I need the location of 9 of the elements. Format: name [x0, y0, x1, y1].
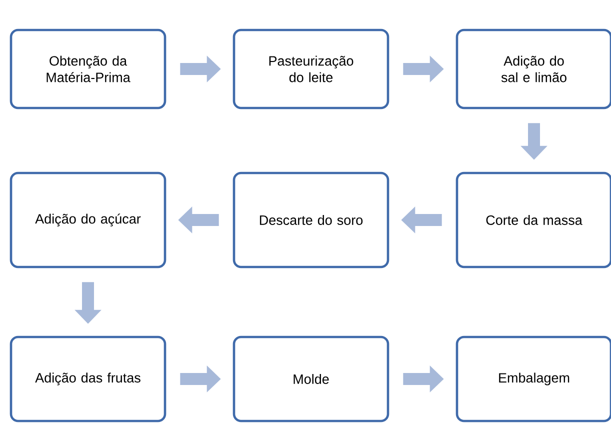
- process-box: Adição das frutas: [10, 336, 166, 422]
- process-box: Pasteurização do leite: [232, 28, 390, 110]
- process-box: Molde: [232, 336, 390, 422]
- process-box: Corte da massa: [456, 172, 611, 268]
- process-box: Adição do sal e limão: [456, 28, 611, 110]
- process-box: Embalagem: [456, 336, 611, 422]
- process-box: Descarte do soro: [232, 172, 390, 268]
- process-box: Obtenção da Matéria-Prima: [10, 28, 166, 110]
- process-box: Adição do açúcar: [10, 172, 166, 268]
